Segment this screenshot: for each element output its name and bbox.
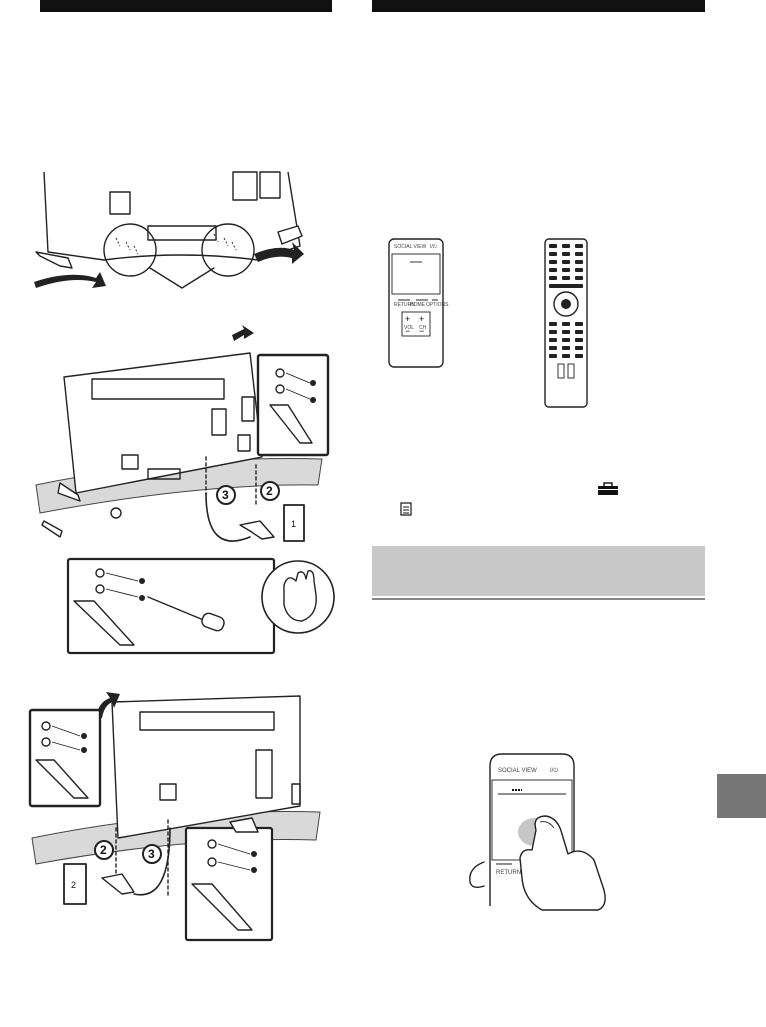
section-divider	[372, 598, 705, 600]
stand-secure-illustration: 2 3 2	[28, 692, 321, 942]
remote-social-view-text-2: SOCIAL VIEW	[498, 768, 537, 774]
remote-power-text: I/⏻	[430, 244, 437, 250]
toolbox-icon	[598, 482, 618, 495]
tv-stand-removal-illustration	[34, 171, 304, 289]
touchpad-hand-illustration: SOCIAL VIEW I/⏻ RETURN HOME	[469, 753, 606, 911]
svg-text:+: +	[419, 314, 424, 324]
heading-bar-left	[40, 0, 332, 12]
touchpad-remote-illustration: SOCIAL VIEW I/⏻ RETURN HOME OPTIONS + + −…	[388, 238, 449, 368]
svg-text:+: +	[405, 314, 410, 324]
remote-options-text: OPTIONS	[426, 302, 449, 308]
remote-ch-text: CH	[419, 325, 427, 331]
remote-return-text-2: RETURN	[496, 870, 521, 876]
heading-bar-right	[372, 0, 705, 12]
step-3-label: 3	[222, 488, 229, 502]
stand-attach-illustration: 2 3 1	[35, 325, 335, 655]
remote-power-text-2: I/⏻	[550, 767, 558, 774]
step-2b-label: 2	[100, 843, 107, 857]
remote-home-text: HOME	[410, 302, 426, 308]
remote-social-view-text: SOCIAL VIEW	[394, 244, 427, 250]
section-heading-band	[372, 546, 705, 596]
standard-remote-illustration	[544, 238, 588, 408]
remote-return-text: RETURN	[394, 302, 415, 308]
svg-text:−: −	[405, 326, 410, 336]
screw-label-2: 2	[71, 880, 76, 890]
section-side-tab	[717, 774, 766, 818]
svg-text:−: −	[419, 326, 424, 336]
step-3b-label: 3	[148, 847, 155, 861]
list-icon	[400, 502, 412, 516]
screw-label-1: 1	[291, 519, 296, 529]
remote-vol-text: VOL	[404, 325, 414, 331]
step-2-label: 2	[266, 484, 273, 498]
